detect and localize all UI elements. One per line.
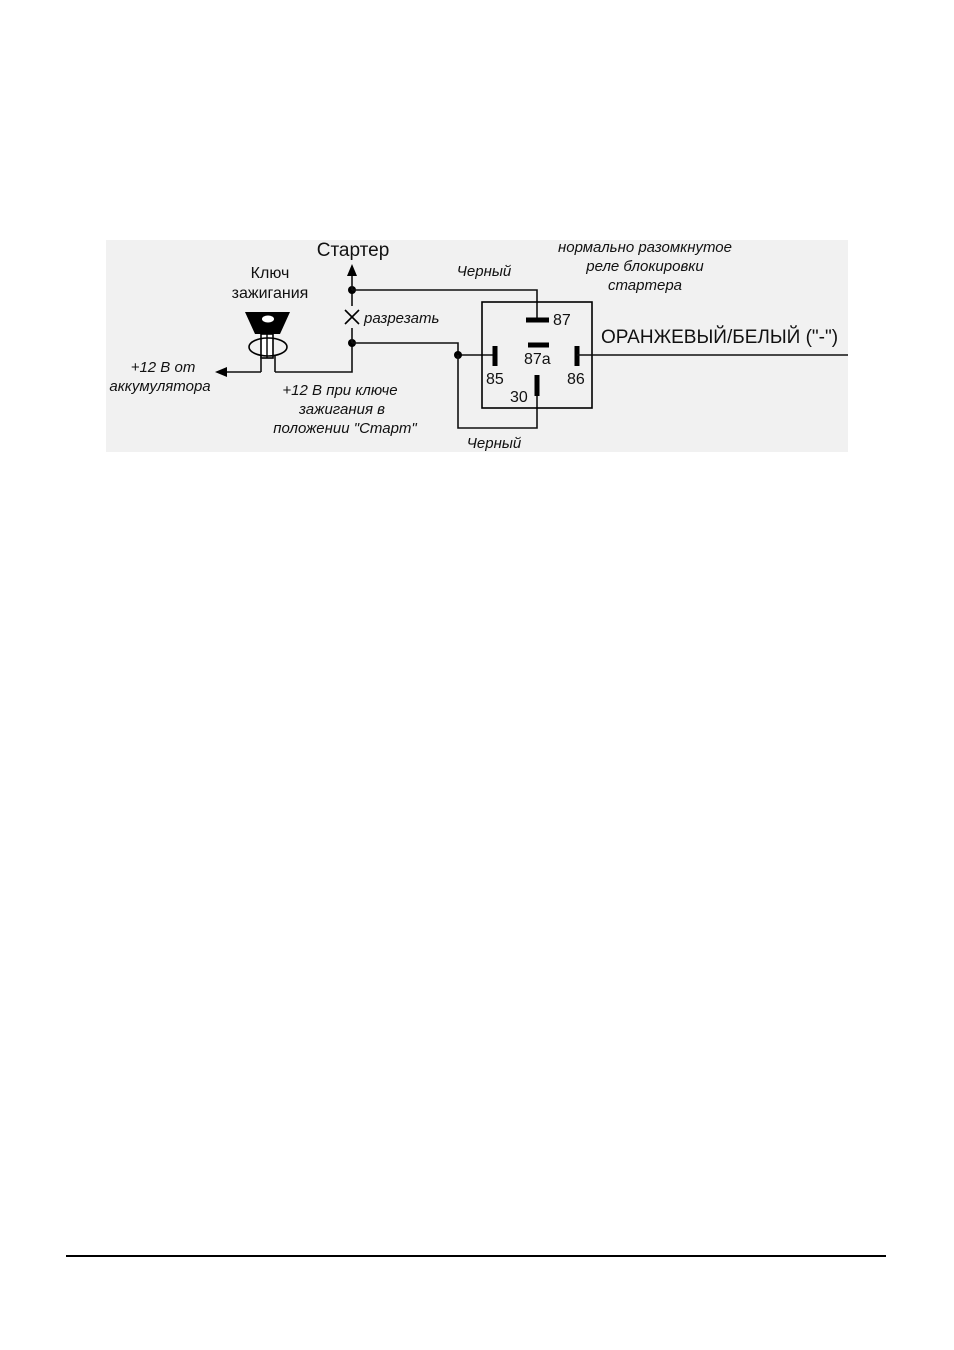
ignition-key-label-2: зажигания xyxy=(232,285,309,302)
start-position-label: +12 В при ключе xyxy=(282,382,397,399)
starter-label: Стартер xyxy=(317,240,390,261)
start-position-label-2: зажигания в xyxy=(298,401,385,418)
cut-label: разрезать xyxy=(363,310,439,327)
relay-description-3: стартера xyxy=(608,277,682,294)
pin-87-label: 87 xyxy=(553,312,571,329)
battery-label-2: аккумулятора xyxy=(109,378,210,395)
pin-85-label: 85 xyxy=(486,371,504,388)
ignition-key-label: Ключ xyxy=(251,265,290,282)
pin-86-label: 86 xyxy=(567,371,585,388)
black-wire-bottom-label: Черный xyxy=(467,435,522,452)
start-position-label-3: положении "Старт" xyxy=(273,420,417,437)
pin-87a-label: 87a xyxy=(524,351,551,368)
orange-white-wire-label: ОРАНЖЕВЫЙ/БЕЛЫЙ ("-") xyxy=(601,326,838,348)
battery-label: +12 В от xyxy=(131,359,196,376)
footer-rule xyxy=(66,1255,886,1257)
black-wire-top-label: Черный xyxy=(457,263,512,280)
pin-30-label: 30 xyxy=(510,389,528,406)
relay-description-2: реле блокировки xyxy=(585,258,704,275)
relay-description: нормально разомкнутое xyxy=(558,239,732,256)
